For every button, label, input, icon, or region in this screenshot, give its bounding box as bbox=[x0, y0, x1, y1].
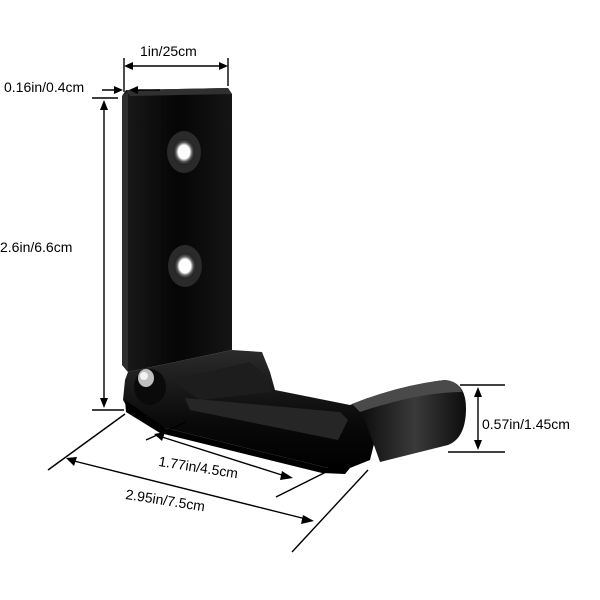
thickness-dimension-label: 0.16in/0.4cm bbox=[4, 79, 85, 95]
hook-height-dimension-label: 0.57in/1.45cm bbox=[482, 416, 570, 432]
screw-hole-bottom bbox=[168, 245, 202, 287]
wall-plate bbox=[122, 88, 232, 372]
hinge-pin bbox=[134, 369, 166, 405]
dim-thick-arrow-right bbox=[129, 86, 138, 94]
dim-hookh-arrow-top bbox=[474, 387, 482, 397]
dimension-lines bbox=[47, 58, 505, 553]
dim-overall-ext-left bbox=[47, 413, 126, 471]
screw-hole-top bbox=[167, 131, 201, 173]
dim-overall-ext-right bbox=[291, 469, 369, 553]
dim-thick-arrow-left bbox=[114, 86, 123, 94]
dim-width-arrow-right bbox=[219, 62, 228, 70]
dim-hookh-arrow-bottom bbox=[474, 440, 482, 450]
height-dimension-label: 2.6in/6.6cm bbox=[0, 239, 73, 255]
dim-overall-arrow-right bbox=[301, 515, 314, 524]
dim-inner-arrow-right bbox=[280, 471, 293, 480]
dim-inner-arrow-left bbox=[154, 432, 165, 441]
dim-inner-ext-right bbox=[275, 469, 331, 498]
dim-height-arrow-bottom bbox=[100, 398, 108, 408]
dim-inner-ext-left bbox=[145, 421, 187, 441]
dim-overall-line bbox=[73, 460, 307, 520]
dim-inner-line bbox=[161, 436, 286, 477]
hook-tip bbox=[352, 380, 466, 462]
width-dimension-label: 1in/25cm bbox=[140, 43, 197, 59]
dim-height-arrow-top bbox=[100, 100, 108, 110]
dim-overall-arrow-left bbox=[66, 457, 77, 466]
dim-width-arrow-left bbox=[124, 62, 133, 70]
folding-arm bbox=[123, 350, 380, 474]
